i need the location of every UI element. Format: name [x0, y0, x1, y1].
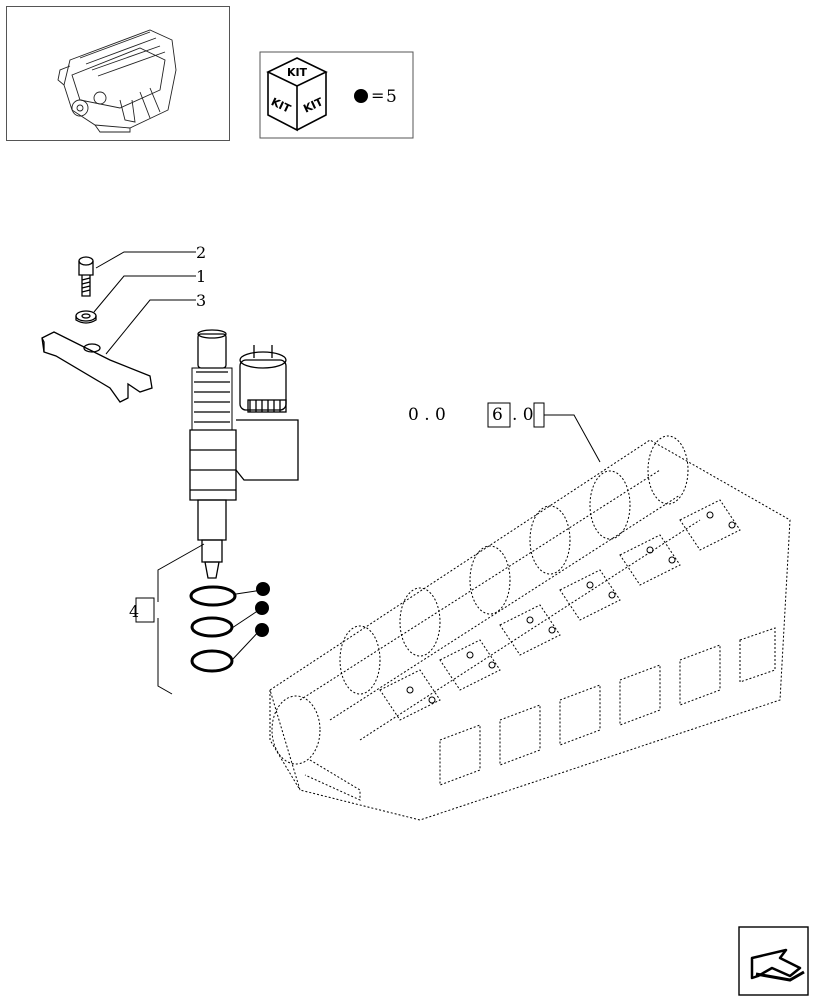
ref-box-2: [533, 402, 545, 428]
kit-label-right: KIT: [301, 95, 325, 115]
ref-part1: 0 . 0: [408, 405, 446, 425]
callout-1: 1: [196, 267, 206, 286]
filled-dot-icon: [354, 89, 368, 103]
washer-part: [75, 310, 97, 324]
injector-part: [189, 329, 299, 579]
cylinder-head: [269, 435, 791, 821]
kit-dot-3: [255, 623, 269, 637]
ref-part2: . 0: [512, 405, 534, 425]
kit-dot-1: [256, 582, 270, 596]
ref-boxed-digit: 6: [492, 405, 503, 425]
kit-dots: [255, 582, 270, 637]
callout-3: 3: [196, 291, 206, 310]
head-bolt-holes: [406, 511, 736, 704]
callout-2: 2: [196, 243, 206, 262]
engine-thumbnail-icon: [57, 29, 177, 133]
ref-box-1: [487, 402, 511, 428]
kit-count: 5: [386, 87, 397, 107]
clamp-part: [41, 331, 153, 403]
next-page-arrow-icon[interactable]: [738, 926, 809, 996]
kit-label-left: KIT: [269, 95, 293, 115]
engine-thumbnail: [6, 6, 230, 141]
kit-label-top: KIT: [287, 66, 308, 79]
bolt-part: [78, 256, 94, 297]
kit-legend-box: [259, 51, 414, 139]
callout-4-box: [135, 597, 155, 623]
seal-rings: [189, 585, 237, 673]
kit-equals: =: [371, 86, 384, 105]
callout-leaders: [93, 251, 205, 695]
kit-cube-icon: [266, 57, 328, 132]
kit-dot-2: [255, 601, 269, 615]
callout-4: 4: [129, 602, 139, 621]
